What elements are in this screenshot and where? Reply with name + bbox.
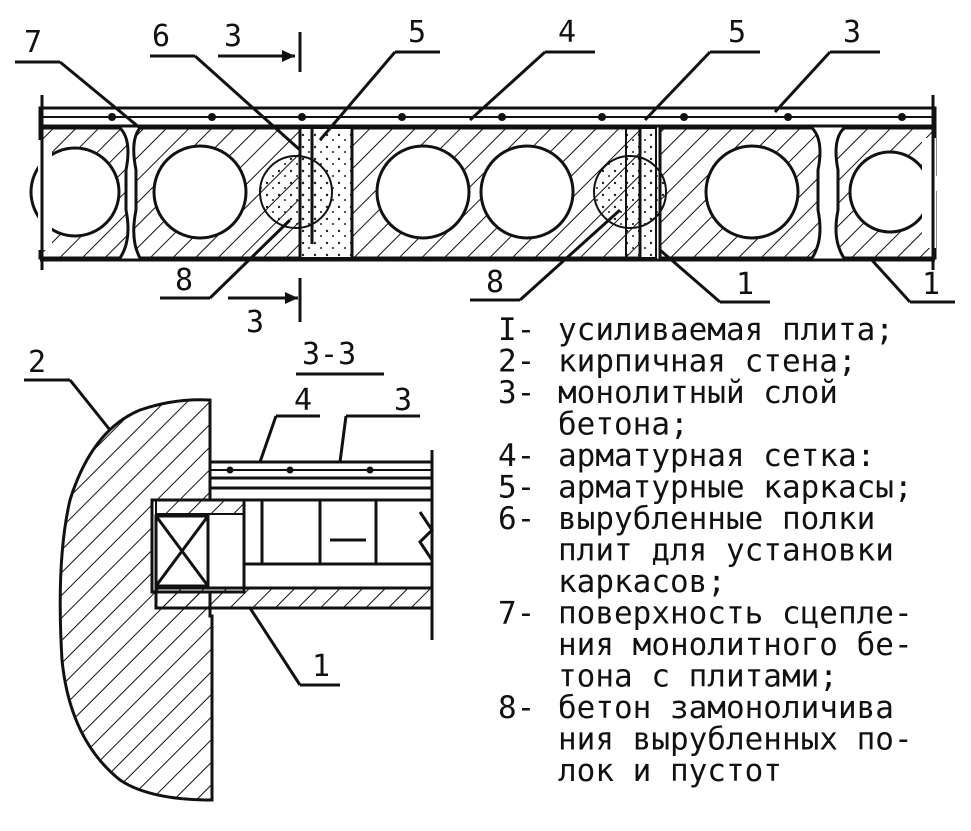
callout-section-3-top: 3 xyxy=(224,19,242,54)
legend-text: кирпичная стена; xyxy=(558,344,857,380)
section-3-3: 3-3 2 xyxy=(24,337,434,802)
legend-text: поверхность сцепле- xyxy=(558,596,913,632)
legend-number: 5- xyxy=(498,470,535,506)
cut-flange-zone xyxy=(299,127,353,259)
legend: I-усиливаемая плита; 2- кирпичная стена; 3-… xyxy=(498,312,913,789)
legend-text: ния вырубленных по- xyxy=(558,722,913,758)
callout-3-section: 3 xyxy=(394,383,412,418)
callout-1-section: 1 xyxy=(312,649,330,684)
callout-5-left: 5 xyxy=(408,15,426,50)
top-leaders xyxy=(15,32,880,152)
callout-4: 4 xyxy=(558,15,576,50)
section-title: 3-3 xyxy=(302,337,356,372)
callout-7: 7 xyxy=(24,25,42,60)
legend-number: 7- xyxy=(498,596,535,632)
legend-text: монолитный слой xyxy=(558,375,838,411)
legend-number: 6- xyxy=(498,501,535,537)
legend-text: арматурная сетка: xyxy=(558,438,875,474)
callout-section-3-bottom: 3 xyxy=(246,305,264,340)
bottom-leaders xyxy=(160,208,955,322)
callout-8-left: 8 xyxy=(175,263,193,298)
legend-number: 3- xyxy=(498,375,535,411)
reinforcement-frame xyxy=(242,498,434,566)
reinforcement-mesh xyxy=(108,113,906,121)
callout-8-right: 8 xyxy=(486,265,504,300)
legend-text: ния монолитного бе- xyxy=(558,627,913,663)
legend-text: арматурные каркасы; xyxy=(558,470,913,506)
callout-1-right: 1 xyxy=(922,267,940,302)
callout-5-right: 5 xyxy=(728,15,746,50)
legend-number: 8- xyxy=(498,690,535,726)
legend-text: тона с плитами; xyxy=(558,659,838,695)
callout-2: 2 xyxy=(28,345,46,380)
legend-text: плит для установки xyxy=(558,533,894,569)
slab-cross-section xyxy=(29,95,937,270)
legend-text: усиливаемая плита; xyxy=(558,312,894,348)
legend-number: 2- xyxy=(498,344,535,380)
legend-number: 4- xyxy=(498,438,535,474)
section-slab-bottom xyxy=(154,586,434,610)
callout-1-center: 1 xyxy=(736,267,754,302)
legend-number: I- xyxy=(498,312,535,348)
callout-4-section: 4 xyxy=(294,383,312,418)
legend-text: вырубленные полки xyxy=(558,501,875,537)
legend-text: бетон замоноличива xyxy=(558,690,894,726)
legend-text: каркасов; xyxy=(558,564,726,600)
legend-text: бетона; xyxy=(558,407,689,443)
legend-text: лок и пустот xyxy=(558,753,782,789)
callout-3-top: 3 xyxy=(843,15,861,50)
callout-6: 6 xyxy=(152,19,170,54)
